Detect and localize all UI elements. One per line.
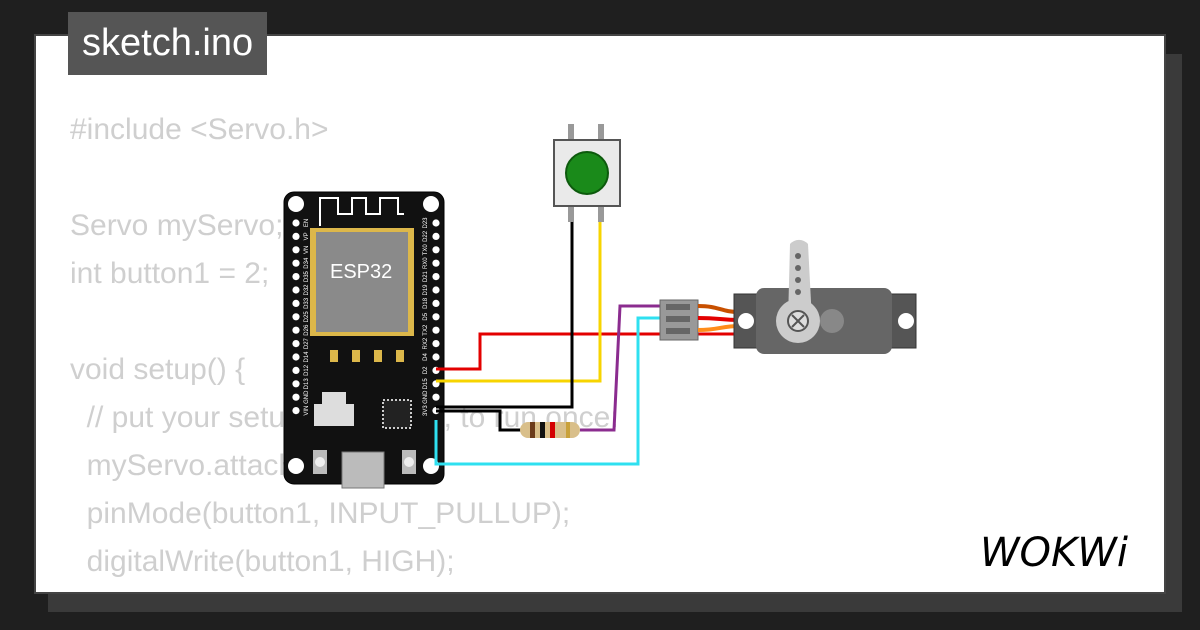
board-pin[interactable]: [432, 393, 440, 401]
board-pin[interactable]: [432, 273, 440, 281]
board-pin-label: GND: [423, 390, 429, 404]
board-pin[interactable]: [292, 393, 300, 401]
board-pin[interactable]: [432, 286, 440, 294]
board-pin[interactable]: [432, 340, 440, 348]
wokwi-logo: WOKWi: [980, 530, 1128, 576]
board-pin[interactable]: [432, 353, 440, 361]
wire-servo-signal-purple[interactable]: [580, 304, 664, 432]
board-pin[interactable]: [292, 366, 300, 374]
board-pin-label: D5: [423, 312, 429, 320]
board-pin[interactable]: [432, 313, 440, 321]
board-pin-label: VP: [304, 232, 310, 240]
board-pin[interactable]: [292, 313, 300, 321]
board-pin-label: EN: [304, 219, 310, 227]
board-pin-label: D18: [423, 297, 429, 309]
wire-ground-black[interactable]: [436, 222, 574, 432]
board-pin-label: D4: [423, 353, 429, 361]
code-line: int button1 = 2;: [70, 257, 270, 290]
board-pin-label: D21: [423, 270, 429, 282]
code-line: pinMode(button1, INPUT_PULLUP);: [70, 497, 571, 530]
board-pin[interactable]: [292, 273, 300, 281]
board-pin[interactable]: [432, 246, 440, 254]
board-pin-label: GND: [304, 390, 310, 404]
file-tab[interactable]: sketch.ino: [68, 12, 268, 75]
board-pin[interactable]: [292, 340, 300, 348]
push-button[interactable]: [553, 124, 621, 222]
board-label: ESP32: [330, 261, 392, 283]
board-pin-label: D15: [423, 378, 429, 390]
code-line: void setup() {: [70, 353, 246, 386]
wire-servo-power-cyan[interactable]: [434, 316, 664, 466]
board-pin[interactable]: [292, 407, 300, 415]
board-pin-label: D2: [423, 366, 429, 374]
board-pin-label: D14: [304, 351, 310, 363]
board-pin-label: VN: [304, 246, 310, 254]
board-pin-label: D13: [304, 378, 310, 390]
board-pin[interactable]: [292, 326, 300, 334]
wire-signal-yellow[interactable]: [436, 222, 602, 383]
board-pin-label: D35: [304, 270, 310, 282]
board-pin-label: TX0: [423, 244, 429, 256]
board-pin-label: D26: [304, 324, 310, 336]
board-pin-label: VIN: [304, 406, 310, 416]
board-pin[interactable]: [432, 326, 440, 334]
board-pin[interactable]: [432, 259, 440, 267]
code-line: Servo myServo;: [70, 209, 284, 242]
board-pin[interactable]: [292, 353, 300, 361]
code-preview: #include <Servo.h> Servo myServo; int butt…: [70, 106, 619, 592]
servo-motor[interactable]: [659, 239, 917, 354]
board-pin[interactable]: [292, 259, 300, 267]
board-pin[interactable]: [432, 232, 440, 240]
board-pin-label: D23: [423, 217, 429, 229]
resistor[interactable]: [520, 422, 580, 438]
board-pin[interactable]: [292, 246, 300, 254]
board-pin-label: D33: [304, 297, 310, 309]
board-pin[interactable]: [292, 286, 300, 294]
board-pin[interactable]: [292, 380, 300, 388]
board-pin[interactable]: [432, 299, 440, 307]
code-line: digitalWrite(button1, HIGH);: [70, 545, 455, 578]
board-pin-label: D25: [304, 311, 310, 323]
esp32-board[interactable]: ESP32 ENVPVND34D35D32D33D25D26D27D14D12D…: [283, 191, 445, 489]
code-line: #include <Servo.h>: [70, 113, 329, 146]
board-pin-label: D12: [304, 364, 310, 376]
board-pin-label: RX2: [423, 337, 429, 349]
board-pin-label: 3V3: [423, 405, 429, 416]
svg-text:WOKWi: WOKWi: [980, 530, 1128, 576]
board-pin-label: D27: [304, 337, 310, 349]
board-pin-label: TX2: [423, 324, 429, 336]
board-pin-label: D34: [304, 257, 310, 269]
board-pin-label: D32: [304, 284, 310, 296]
board-pin[interactable]: [292, 232, 300, 240]
board-pin-label: D22: [423, 230, 429, 242]
board-pin[interactable]: [292, 299, 300, 307]
wire-power-red[interactable]: [436, 332, 740, 371]
board-pin[interactable]: [432, 219, 440, 227]
board-pin-label: D19: [423, 284, 429, 296]
board-pin[interactable]: [292, 219, 300, 227]
board-pin-label: RX0: [423, 257, 429, 269]
